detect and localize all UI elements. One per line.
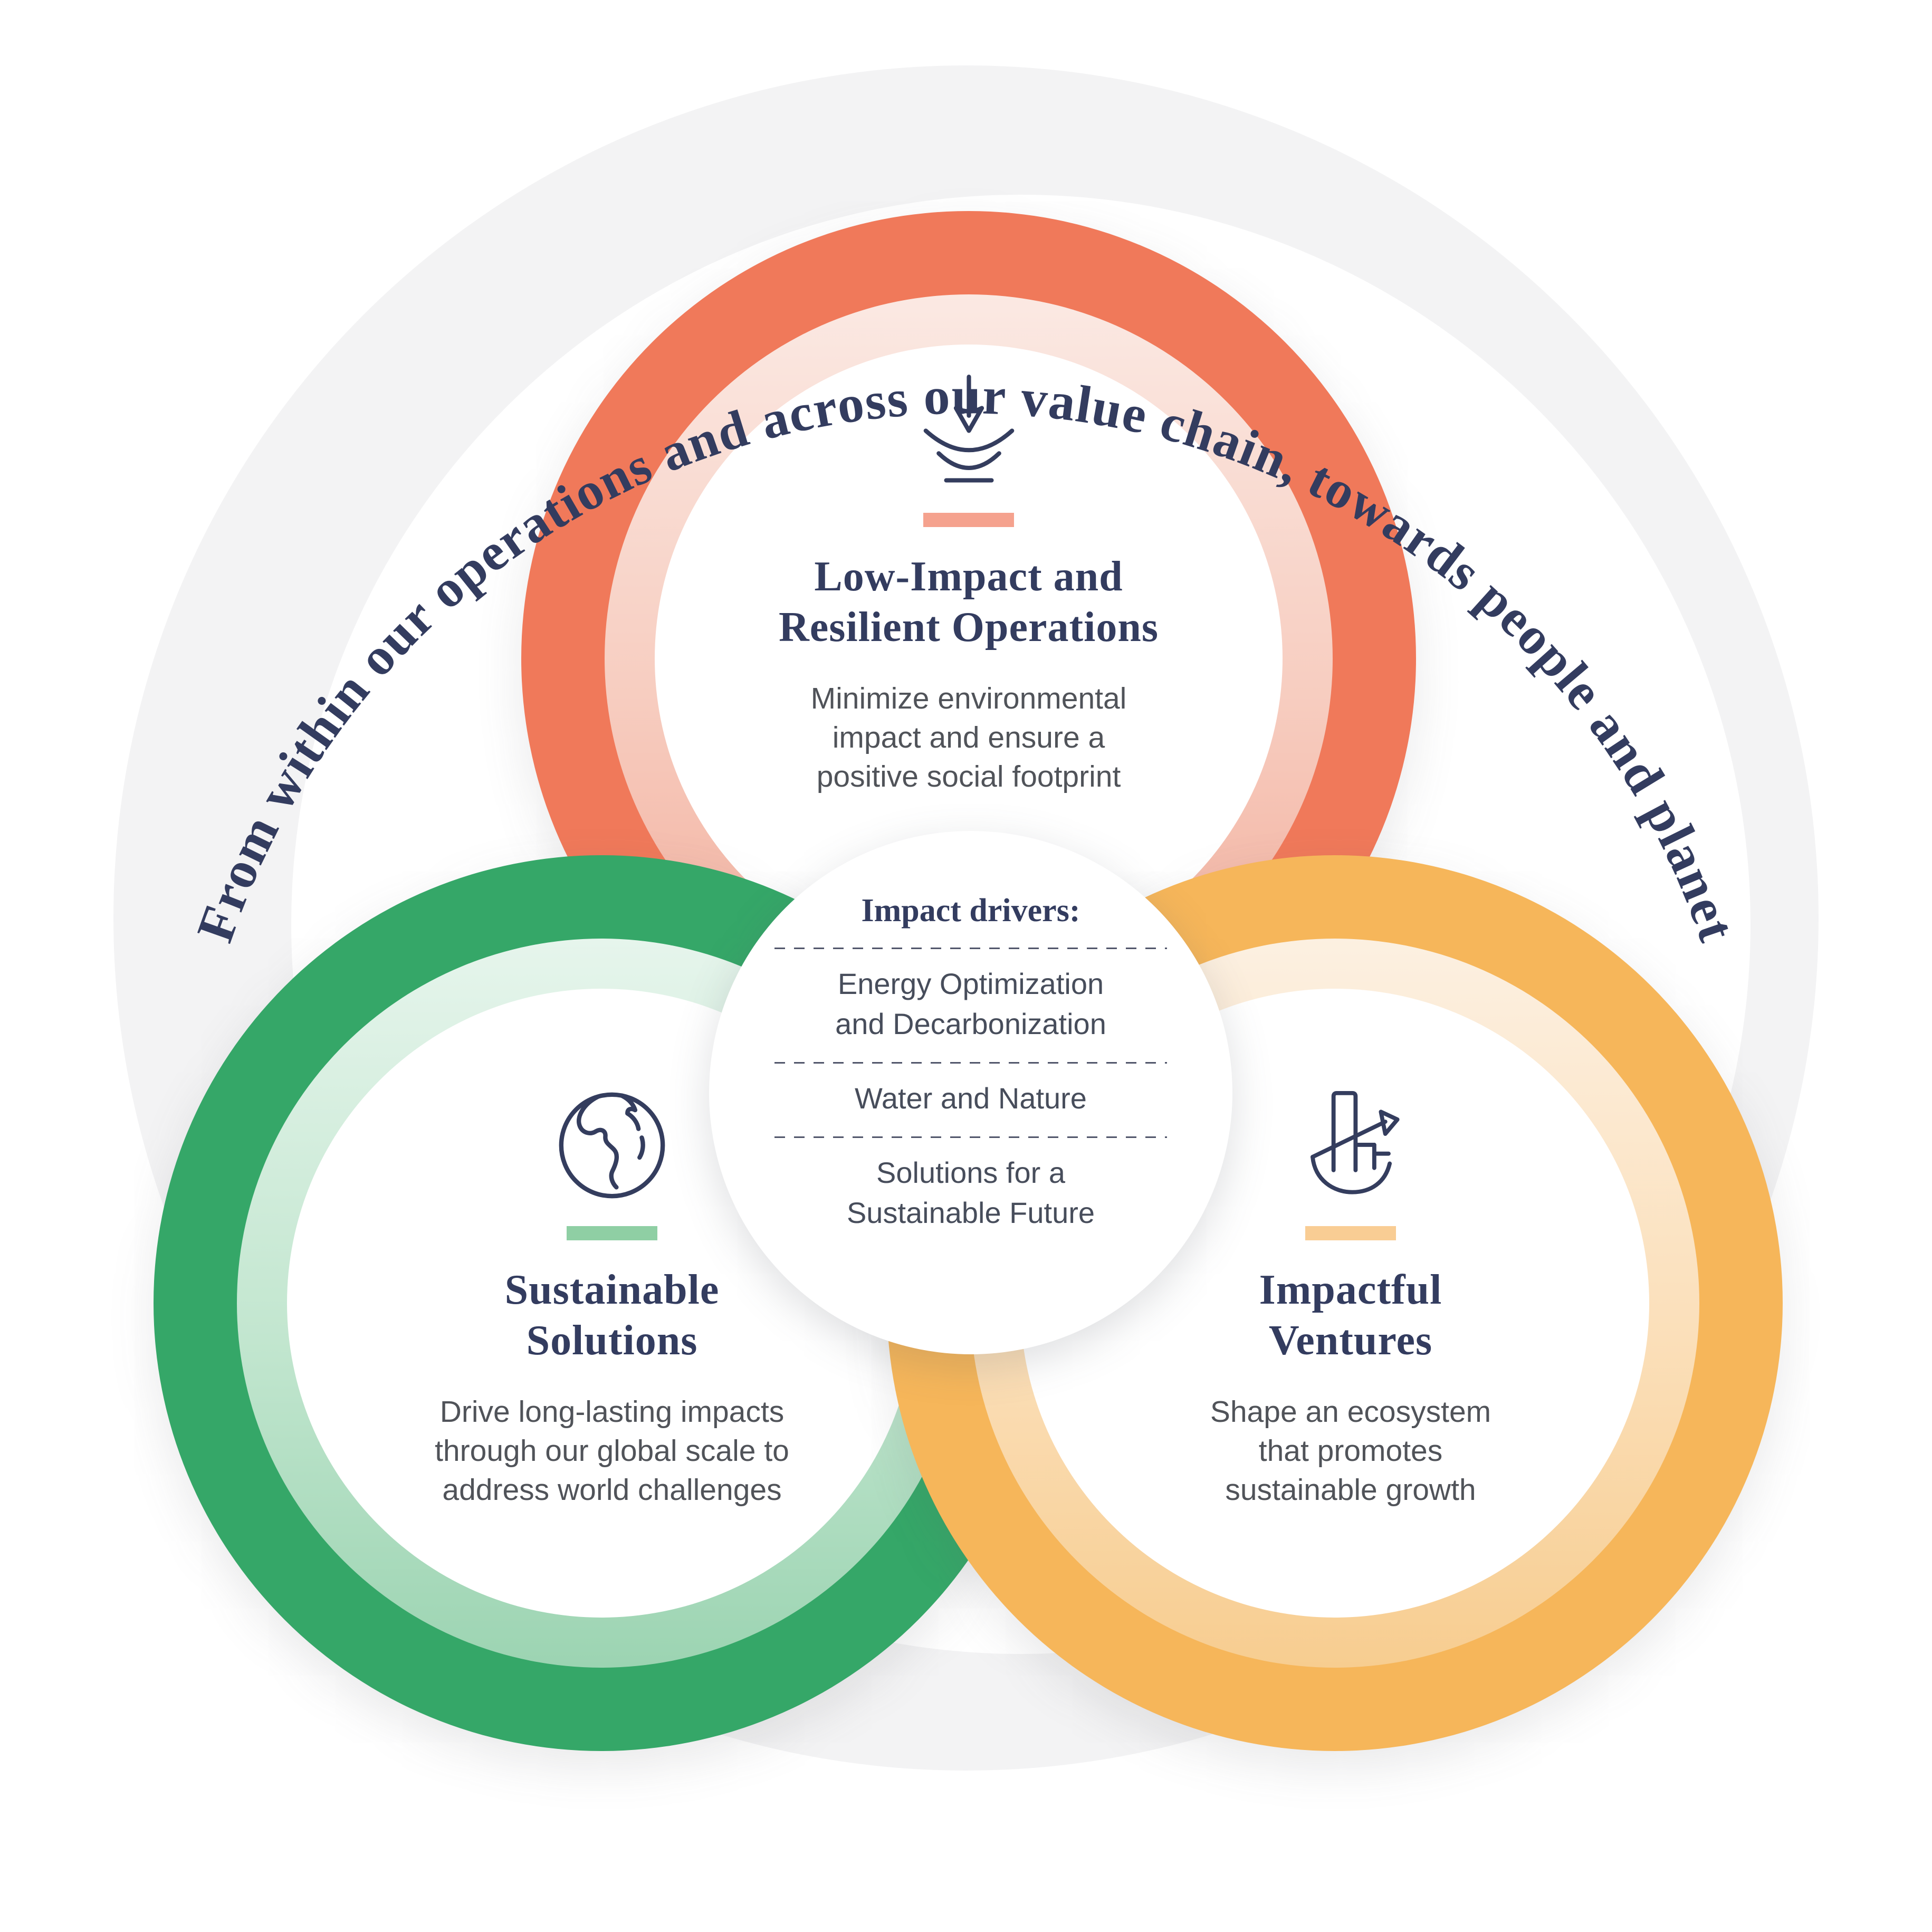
growth-chart-icon — [1103, 1083, 1599, 1208]
accent-bar — [923, 513, 1014, 527]
circle-description: Drive long-lasting impacts through our g… — [364, 1392, 860, 1509]
operations-content: Low-Impact and Resilient Operations Mini… — [731, 369, 1206, 796]
impact-driver-item: Water and Nature — [760, 1078, 1182, 1118]
impact-driver-item: Solutions for a Sustainable Future — [760, 1153, 1182, 1233]
description-line: Minimize environmental — [810, 682, 1127, 715]
circle-title: Low-Impact and Resilient Operations — [731, 551, 1206, 653]
impact-drivers-content: Impact drivers: Energy Optimization and … — [760, 892, 1182, 1233]
circle-title: Impactful Ventures — [1103, 1265, 1599, 1366]
title-line: Solutions — [526, 1317, 698, 1364]
title-line: Sustainable — [504, 1267, 720, 1313]
impact-drivers-heading: Impact drivers: — [861, 893, 1080, 929]
impact-absorb-icon — [731, 369, 1206, 495]
globe-icon — [364, 1083, 860, 1208]
description-line: impact and ensure a — [832, 721, 1105, 754]
impact-drivers-circle — [709, 831, 1232, 1354]
title-line: Low-Impact and — [814, 553, 1123, 600]
title-line: Resilient Operations — [779, 604, 1159, 651]
description-line: Shape an ecosystem — [1210, 1395, 1491, 1429]
dashed-divider — [774, 1136, 1167, 1138]
description-line: positive social footprint — [816, 760, 1121, 793]
dashed-divider — [774, 1062, 1167, 1064]
title-line: Ventures — [1268, 1317, 1433, 1364]
description-line: that promotes — [1258, 1434, 1443, 1468]
circle-title: Sustainable Solutions — [364, 1265, 860, 1366]
description-line: Drive long-lasting impacts — [439, 1395, 785, 1429]
accent-bar — [567, 1226, 657, 1240]
accent-bar — [1305, 1226, 1396, 1240]
impact-driver-line: and Decarbonization — [835, 1007, 1106, 1040]
dashed-divider — [774, 948, 1167, 949]
title-line: Impactful — [1259, 1267, 1442, 1313]
ventures-content: Impactful Ventures Shape an ecosystem th… — [1103, 1083, 1599, 1509]
solutions-content: Sustainable Solutions Drive long-lasting… — [364, 1083, 860, 1509]
circle-description: Minimize environmental impact and ensure… — [731, 679, 1206, 796]
description-line: sustainable growth — [1225, 1473, 1476, 1507]
impact-driver-line: Water and Nature — [855, 1082, 1087, 1115]
description-line: address world challenges — [442, 1473, 782, 1507]
circle-description: Shape an ecosystem that promotes sustain… — [1103, 1392, 1599, 1509]
impact-driver-line: Sustainable Future — [846, 1196, 1095, 1229]
description-line: through our global scale to — [435, 1434, 789, 1468]
impact-driver-line: Solutions for a — [876, 1156, 1065, 1189]
impact-driver-item: Energy Optimization and Decarbonization — [760, 964, 1182, 1044]
impact-driver-line: Energy Optimization — [837, 967, 1104, 1000]
